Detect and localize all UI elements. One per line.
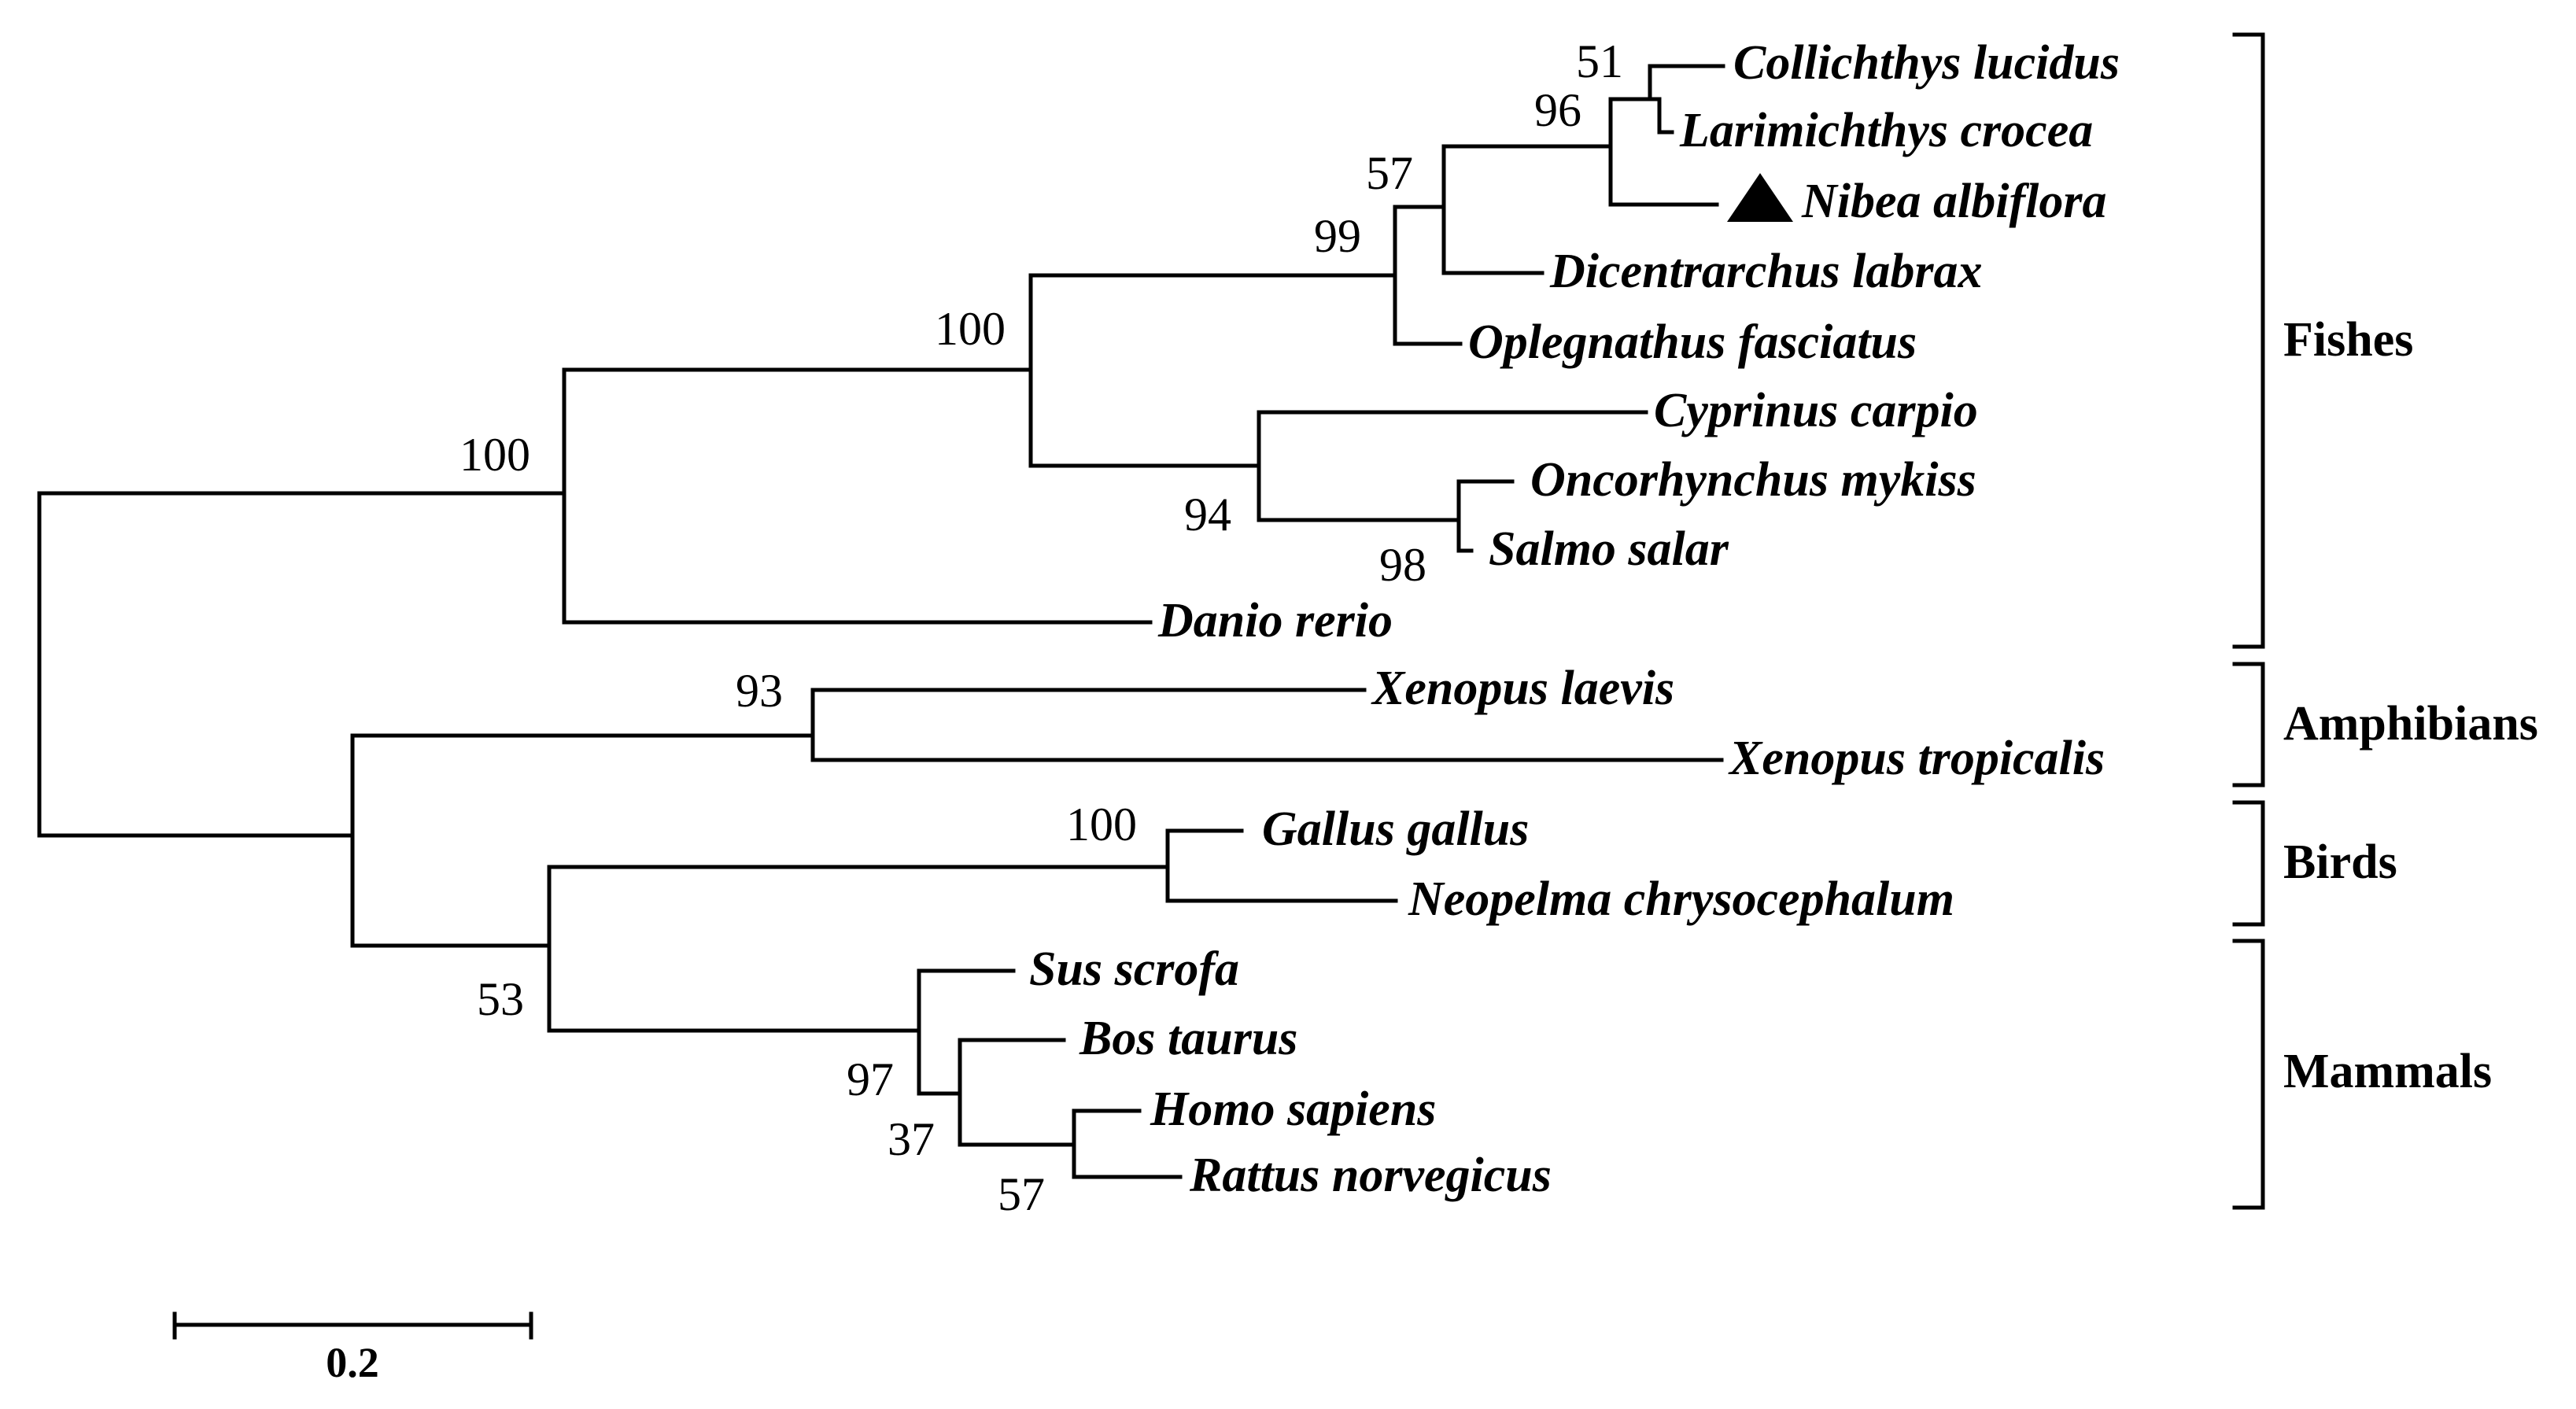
taxon-neopelma-chrysocephalum: Neopelma chrysocephalum xyxy=(1408,872,1954,926)
support-mammals: 97 xyxy=(847,1053,894,1105)
taxon-oncorhynchus-mykiss: Oncorhynchus mykiss xyxy=(1530,453,1976,507)
tree-branches xyxy=(37,64,1725,1179)
cyprinus-salmonid-branch xyxy=(1257,410,1648,522)
group-label-mammals: Mammals xyxy=(2283,1045,2492,1098)
support-percomorph-clade: 99 xyxy=(1314,210,1361,262)
support-teleost-clade: 100 xyxy=(935,303,1006,355)
support-homo-rattus: 57 xyxy=(998,1168,1045,1220)
mammals-bracket xyxy=(2232,939,2265,1210)
sciaenid-branch xyxy=(1608,97,1719,207)
taxon-gallus-gallus: Gallus gallus xyxy=(1262,802,1529,856)
root-branch xyxy=(37,491,566,838)
salmonid-branch xyxy=(1456,479,1515,553)
xenopus-branch xyxy=(810,688,1724,762)
support-collichthys-larimichthys: 51 xyxy=(1576,35,1623,87)
support-sciaenid-clade: 96 xyxy=(1534,84,1581,136)
taxon-labels: Collichthys lucidus Larimichthys crocea … xyxy=(1029,36,2120,1202)
birds-branch xyxy=(1165,828,1398,903)
fishes-root-branch xyxy=(562,367,1153,625)
taxon-nibea-albiflora: Nibea albiflora xyxy=(1801,175,2106,228)
support-cyprinus-salmonid: 94 xyxy=(1184,489,1231,540)
taxon-collichthys-lucidus: Collichthys lucidus xyxy=(1733,36,2120,90)
taxon-danio-rerio: Danio rerio xyxy=(1157,594,1393,647)
support-xenopus: 93 xyxy=(736,665,783,717)
taxon-cyprinus-carpio: Cyprinus carpio xyxy=(1654,384,1978,437)
taxon-rattus-norvegicus: Rattus norvegicus xyxy=(1189,1149,1552,1202)
birds-bracket xyxy=(2232,800,2265,927)
taxon-bos-taurus: Bos taurus xyxy=(1079,1012,1297,1065)
scale-bar: 0.2 xyxy=(172,1311,533,1386)
scale-bar-label: 0.2 xyxy=(326,1339,379,1386)
percomorph-inner-branch xyxy=(1441,144,1613,275)
taxon-xenopus-laevis: Xenopus laevis xyxy=(1371,662,1674,715)
taxon-salmo-salar: Salmo salar xyxy=(1489,522,1729,576)
taxon-oplegnathus-fasciatus: Oplegnathus fasciatus xyxy=(1468,315,1917,369)
group-label-fishes: Fishes xyxy=(2283,313,2413,367)
support-percomorph-inner: 57 xyxy=(1366,147,1413,199)
birds-mammals-branch xyxy=(547,865,1170,1033)
collichthys-larimichthys-branch xyxy=(1648,64,1725,135)
group-brackets: Fishes Amphibians Birds Mammals xyxy=(2232,32,2538,1210)
support-values: 51 96 57 99 100 100 94 98 93 100 53 97 3… xyxy=(459,35,1623,1220)
group-label-amphibians: Amphibians xyxy=(2283,697,2538,751)
support-bos-homo-rattus: 37 xyxy=(888,1113,935,1165)
filled-triangle-icon xyxy=(1727,173,1793,222)
amphibian-root-branch xyxy=(350,733,815,948)
homo-rattus-branch xyxy=(1072,1108,1183,1179)
support-salmonid: 98 xyxy=(1379,539,1426,591)
support-fishes-root: 100 xyxy=(459,429,530,481)
taxon-sus-scrofa: Sus scrofa xyxy=(1029,942,1239,996)
amphibians-bracket xyxy=(2232,662,2265,787)
support-birds-mammals: 53 xyxy=(477,973,524,1025)
taxon-homo-sapiens: Homo sapiens xyxy=(1150,1083,1436,1136)
support-birds: 100 xyxy=(1066,799,1137,850)
taxon-xenopus-tropicalis: Xenopus tropicalis xyxy=(1728,732,2105,785)
fishes-bracket xyxy=(2232,32,2265,649)
mammals-branch xyxy=(917,968,1016,1096)
taxon-dicentrarchus-labrax: Dicentrarchus labrax xyxy=(1549,245,1982,298)
percomorph-branch xyxy=(1393,205,1463,346)
teleost-branch xyxy=(1028,273,1397,468)
taxon-larimichthys-crocea: Larimichthys crocea xyxy=(1679,104,2093,157)
bos-homo-rattus-branch xyxy=(958,1038,1076,1147)
group-label-birds: Birds xyxy=(2283,835,2397,889)
scale-bar-line xyxy=(172,1311,533,1340)
